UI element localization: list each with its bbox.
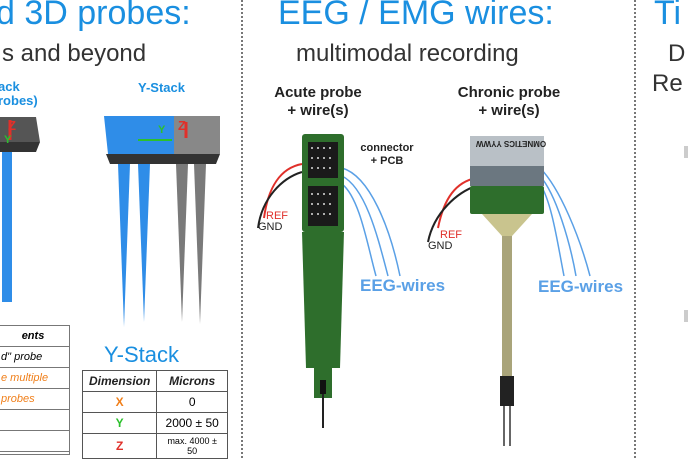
ystack-probe-illustration — [104, 116, 220, 327]
left-table-row: e multiple — [0, 368, 69, 389]
table-row: X 0 — [81, 391, 228, 413]
ystack-col-dimension: Dimension — [81, 370, 158, 392]
ystack-shank — [194, 164, 206, 324]
acute-probe-body — [302, 232, 344, 368]
chronic-probe-head — [500, 376, 514, 406]
stack-label-line1: ack — [0, 79, 20, 94]
chronic-gnd-label: GND — [428, 240, 453, 252]
left-table-row — [0, 431, 69, 452]
ystack-dim-z: Z — [81, 433, 158, 459]
ystack-table-header: Dimension Microns — [81, 370, 228, 392]
ref-wire — [263, 163, 303, 219]
ystack-axis-z-label: Z — [178, 118, 186, 133]
right-subtitle-2: Re — [652, 70, 683, 97]
omnetics-pins — [470, 166, 544, 186]
left-axis-y-label: Y — [4, 134, 12, 146]
acute-eeg-label: EEG-wires — [360, 276, 446, 295]
left-table-row: probes — [1, 393, 35, 405]
chronic-probe-label-line2: + wire(s) — [478, 102, 540, 119]
right-partial-illustration — [684, 310, 688, 322]
stack-label: ack robes) — [0, 80, 38, 108]
left-axis-z-label: Z — [8, 118, 16, 133]
right-subtitle-1: D — [668, 40, 686, 67]
section-divider — [241, 0, 243, 458]
ystack-shank — [118, 164, 130, 327]
acute-probe-illustration — [257, 134, 401, 428]
section-divider — [634, 0, 636, 458]
chronic-flex-cable — [502, 236, 512, 376]
middle-title: EEG / EMG wires: — [278, 0, 554, 32]
omnetics-label: OMNETICS YYWW — [476, 139, 547, 148]
left-title: d 3D probes: — [0, 0, 191, 32]
eeg-wire — [539, 167, 591, 277]
ystack-base — [106, 154, 220, 164]
eeg-wire — [341, 175, 389, 277]
ystack-shank — [138, 164, 150, 322]
ystack-shank — [176, 164, 188, 322]
connector-label-line2: + PCB — [370, 155, 404, 167]
left-stack-probe-illustration — [0, 117, 40, 302]
chronic-ref-label: REF — [440, 229, 462, 241]
acute-probe-label-line2: + wire(s) — [287, 102, 349, 119]
left-subtitle: s and beyond — [2, 40, 147, 67]
left-table-row: d" probe — [0, 347, 69, 368]
acute-probe-chip — [320, 380, 326, 394]
left-probe-base — [0, 142, 40, 152]
connector-label-line1: connector — [360, 142, 414, 154]
chronic-pcb — [470, 186, 544, 214]
ystack-val-z: max. 4000 ± 50 — [156, 433, 228, 459]
ystack-heading: Y-Stack — [104, 342, 180, 367]
chronic-eeg-label: EEG-wires — [538, 277, 624, 296]
chronic-probe-label: Chronic probe + wire(s) — [444, 84, 574, 120]
ystack-dimension-table: Dimension Microns X 0 Y 2000 ± 50 Z max.… — [81, 370, 228, 459]
acute-connector-bottom — [308, 186, 338, 226]
ystack-col-microns: Microns — [156, 370, 228, 392]
chronic-probe-illustration — [427, 136, 591, 446]
acute-ref-label: REF — [266, 210, 288, 222]
stack-label-line2: robes) — [0, 93, 38, 108]
ystack-label: Y-Stack — [138, 80, 185, 95]
ystack-axis-y-label: Y — [158, 124, 166, 136]
ystack-dim-y: Y — [81, 412, 158, 434]
left-table-row — [0, 409, 69, 431]
omnetics-connector — [470, 136, 544, 166]
connector-pcb-label: connector + PCB — [352, 142, 422, 168]
ystack-val-y: 2000 ± 50 — [156, 412, 228, 434]
ystack-dim-x: X — [81, 391, 158, 413]
left-probe-shank — [2, 152, 12, 302]
left-dimension-table: ents d" probe e multiple probes — [0, 325, 70, 455]
eeg-wire — [341, 183, 377, 277]
acute-probe-label-line1: Acute probe — [274, 84, 362, 101]
middle-subtitle: multimodal recording — [296, 40, 519, 67]
eeg-wire — [341, 167, 401, 277]
ystack-val-x: 0 — [156, 391, 228, 413]
left-table-row: ents — [0, 326, 69, 347]
right-title: Ti — [654, 0, 682, 32]
gnd-wire — [257, 171, 303, 229]
right-partial-illustration — [684, 146, 688, 158]
acute-probe-label: Acute probe + wire(s) — [258, 84, 378, 120]
eeg-wire — [539, 175, 577, 277]
chronic-probe-label-line1: Chronic probe — [457, 84, 561, 101]
table-row: Z max. 4000 ± 50 — [81, 433, 228, 459]
table-row: Y 2000 ± 50 — [81, 412, 228, 434]
acute-gnd-label: GND — [258, 221, 283, 233]
chronic-flex-taper — [482, 214, 532, 236]
